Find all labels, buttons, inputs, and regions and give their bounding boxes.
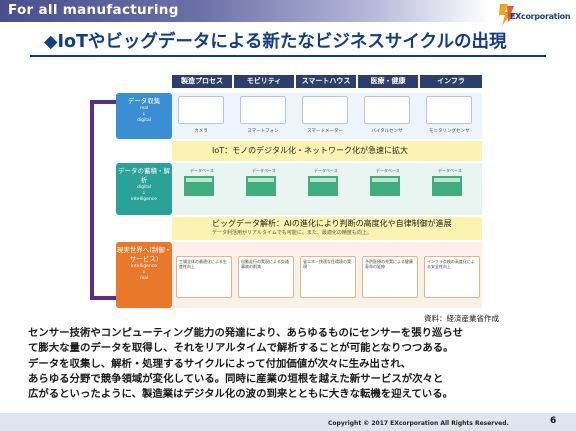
- smart-meter-icon: [302, 96, 348, 124]
- company-logo-icon: [499, 4, 516, 26]
- stage-sub: real: [139, 276, 149, 282]
- vital-sensor-icon: [364, 96, 410, 124]
- column-header: スマートハウス: [296, 75, 356, 88]
- service-card: 自動走行の実現による交通事故の削減: [238, 256, 294, 298]
- column-headers: 製造プロセス モビリティ スマートハウス 医療・健康 インフラ: [172, 75, 482, 88]
- column-header: モビリティ: [234, 75, 294, 88]
- cell-label: カメラ: [194, 129, 208, 134]
- title-rule: [30, 55, 546, 57]
- stage-collect: データ収集 real ↓ digital: [116, 93, 172, 139]
- stage-sub: real: [139, 105, 149, 111]
- bigdata-banner: ビッグデータ解析：AIの進化により判断の高度化や自律制御が進展 データ利活用がリ…: [172, 217, 482, 240]
- stage-sub: digital: [137, 118, 151, 124]
- monitoring-sensor-icon: [426, 96, 472, 124]
- stage-sub: intelligence: [130, 263, 158, 269]
- stage-title: 現実世界へ(制御・サービス): [116, 246, 172, 263]
- data-label: データベース: [376, 168, 400, 173]
- iot-banner: IoT：モノのデジタル化・ネットワーク化が急速に拡大: [172, 141, 482, 161]
- data-label: データベース: [438, 168, 462, 173]
- body-line: センサー技術やコンピューティング能力の発達により、あらゆるものにセンサーを張り巡…: [28, 327, 463, 339]
- data-label: データベース: [252, 168, 276, 173]
- stage-sub: ↓: [142, 269, 146, 275]
- body-line: 広がるといったように、製造業はデジタル化の波の到来とともに大きな転機を迎えている…: [28, 388, 453, 401]
- stage-title: データの蓄積・解析: [118, 167, 170, 184]
- cell-label: スマートフォン: [247, 129, 279, 134]
- footer-band: [0, 413, 576, 431]
- stage-title: データ収集: [127, 97, 161, 105]
- service-card: インフラ点検の高度化による安全性向上: [424, 256, 480, 298]
- body-line: データを収集し、解析・処理するサイクルによって付加価値が次々に生み出され、: [28, 357, 412, 370]
- column-header: インフラ: [420, 75, 482, 88]
- service-card: 予防医療の充実による健康寿命の延伸: [362, 256, 418, 298]
- source-note: 資料：経済産業省作成: [424, 314, 499, 323]
- bigdata-banner-main: ビッグデータ解析：AIの進化により判断の高度化や自律制御が進展: [212, 219, 452, 228]
- database-icon: [432, 176, 462, 196]
- column-header: 医療・健康: [358, 75, 418, 88]
- stage-sub: ↓: [142, 190, 146, 196]
- database-icon: [184, 176, 214, 196]
- body-text: センサー技術やコンピューティング能力の発達により、あらゆるものにセンサーを張り巡…: [28, 326, 558, 402]
- database-icon: [370, 176, 400, 196]
- header-band: [0, 0, 576, 22]
- cell-label: モニタリングセンサ: [429, 129, 470, 134]
- cell-label: バイタルセンサ: [371, 129, 403, 134]
- page-number: 6: [550, 416, 557, 426]
- data-label: データベース: [314, 168, 338, 173]
- stage-real: 現実世界へ(制御・サービス) intelligence ↓ real: [116, 242, 172, 308]
- copyright-text: Copyright © 2017 EXcorporation All Right…: [328, 420, 509, 427]
- service-card: 省エネ・快適な住環境の実現: [300, 256, 356, 298]
- slide-title: ◆IoTやビッグデータによる新たなビジネスサイクルの出現: [44, 32, 507, 52]
- camera-icon: [178, 96, 224, 124]
- company-logo-text: EXcorporation: [510, 12, 571, 21]
- database-icon: [246, 176, 276, 196]
- stage-sub: digital: [137, 184, 151, 190]
- stage-sub: intelligence: [130, 197, 158, 203]
- database-icon: [308, 176, 338, 196]
- service-card: 工場全体の最適化による生産性向上: [176, 256, 232, 298]
- stage-sub: ↓: [142, 112, 146, 118]
- bigdata-banner-sub: データ利活用がリアルタイムでも可能に。また、最適化の精度も向上。: [212, 230, 372, 236]
- body-line: あらゆる分野で競争領域が変化している。同時に産業の垣根を越えた新サービスが次々と: [28, 372, 444, 385]
- cell-label: スマートメーター: [307, 129, 343, 134]
- smartphone-icon: [240, 96, 286, 124]
- stage-analyze: データの蓄積・解析 digital ↓ intelligence: [116, 163, 172, 215]
- data-label: データベース: [190, 168, 214, 173]
- category-label: For all manufacturing: [8, 2, 179, 18]
- body-line: て膨大な量のデータを取得し、それをリアルタイムで解析することが可能となりつつある…: [28, 342, 454, 355]
- column-header: 製造プロセス: [172, 75, 232, 88]
